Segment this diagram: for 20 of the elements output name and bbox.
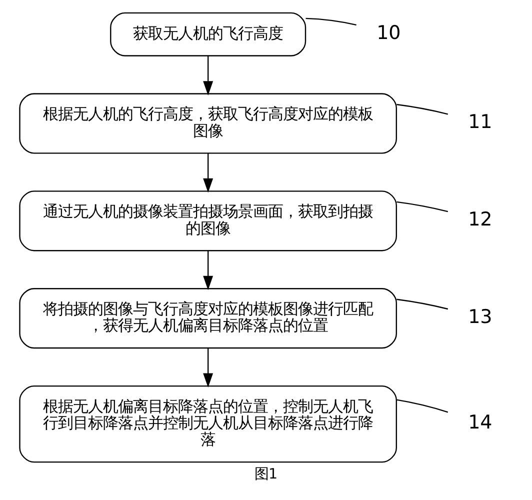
node-box: 根据无人机的飞行高度，获取飞行高度对应的模板图像 [19, 93, 397, 154]
node-text: 11 [468, 110, 492, 133]
arrow [203, 153, 214, 193]
arrow [203, 250, 214, 290]
connector [396, 104, 448, 115]
node-box: 通过无人机的摄像装置拍摄场景画面，获取到拍摄的图像 [19, 190, 397, 252]
connector [396, 201, 448, 212]
node-box: 获取无人机的飞行高度 [110, 12, 306, 56]
node-box: 根据无人机偏离目标降落点的位置，控制无人机飞行到目标降落点并控制无人机从目标降落点进行降落 [19, 385, 397, 463]
node-text: 14 [468, 412, 492, 434]
connector [306, 18, 356, 26]
node-text: 12 [468, 208, 492, 230]
caption: 图1 [254, 466, 278, 482]
connector [396, 298, 448, 310]
node-text: 10 [376, 22, 401, 44]
connector [396, 399, 448, 413]
node-text: 13 [468, 306, 492, 328]
arrow [203, 56, 214, 96]
arrow [203, 348, 214, 388]
node-box: 将拍摄的图像与飞行高度对应的模板图像进行匹配，获得无人机偏离目标降落点的位置 [19, 288, 397, 349]
